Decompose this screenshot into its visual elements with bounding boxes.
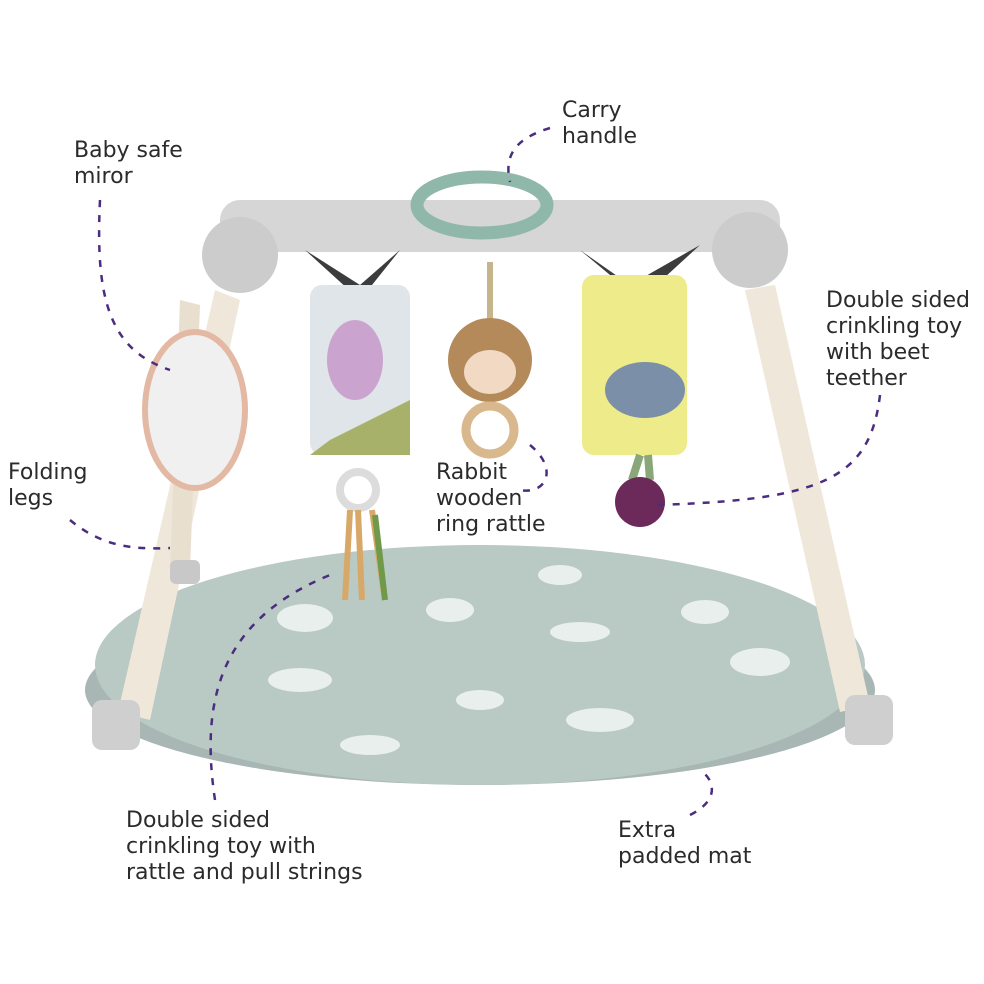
label-rabbit: Rabbit wooden ring rattle	[436, 460, 545, 538]
leader-line-carry-handle	[507, 126, 551, 183]
rabbit-ring-rattle	[448, 262, 532, 459]
label-line: crinkling toy with	[126, 834, 316, 859]
label-line: with beet	[826, 340, 930, 365]
leader-line-mirror	[97, 199, 171, 372]
label-mirror: Baby safe miror	[74, 138, 183, 190]
label-mat: Extra padded mat	[618, 818, 751, 870]
label-line: crinkling toy	[826, 314, 963, 339]
padded-mat	[95, 545, 865, 785]
label-line: Carry	[562, 98, 622, 123]
label-carry-handle: Carry handle	[562, 98, 637, 150]
leader-line-mat	[689, 768, 714, 817]
beet-crinkle-toy	[580, 245, 700, 527]
baby-safe-mirror	[142, 329, 248, 491]
leader-line-beet-toy	[654, 394, 882, 507]
label-line: wooden	[436, 486, 523, 511]
label-line: Baby safe	[74, 138, 183, 163]
label-line: Rabbit	[436, 460, 507, 485]
label-line: teether	[826, 366, 907, 391]
mat-leaf-pattern	[268, 565, 790, 755]
label-line: rattle and pull strings	[126, 860, 363, 885]
label-line: legs	[8, 486, 54, 511]
label-line: padded mat	[618, 844, 752, 869]
label-line: Double sided	[126, 808, 270, 833]
label-line: Folding	[8, 460, 88, 485]
leader-lines	[69, 126, 882, 817]
leader-line-rattle-toy	[209, 573, 331, 801]
label-line: ring rattle	[436, 512, 546, 537]
label-folding-legs: Folding legs	[8, 460, 87, 512]
label-line: Extra	[618, 818, 677, 843]
label-line: miror	[74, 164, 133, 189]
label-rattle-toy: Double sided crinkling toy with rattle a…	[126, 808, 363, 886]
label-beet-toy: Double sided crinkling toy with beet tee…	[826, 288, 970, 392]
leader-line-folding-legs	[69, 519, 171, 550]
leader-line-rabbit	[519, 444, 548, 492]
label-line: handle	[562, 124, 637, 149]
carry-handle	[410, 170, 554, 240]
rattle-crinkle-toy	[305, 250, 410, 601]
label-line: Double sided	[826, 288, 970, 313]
frame-top-bar	[202, 200, 788, 293]
